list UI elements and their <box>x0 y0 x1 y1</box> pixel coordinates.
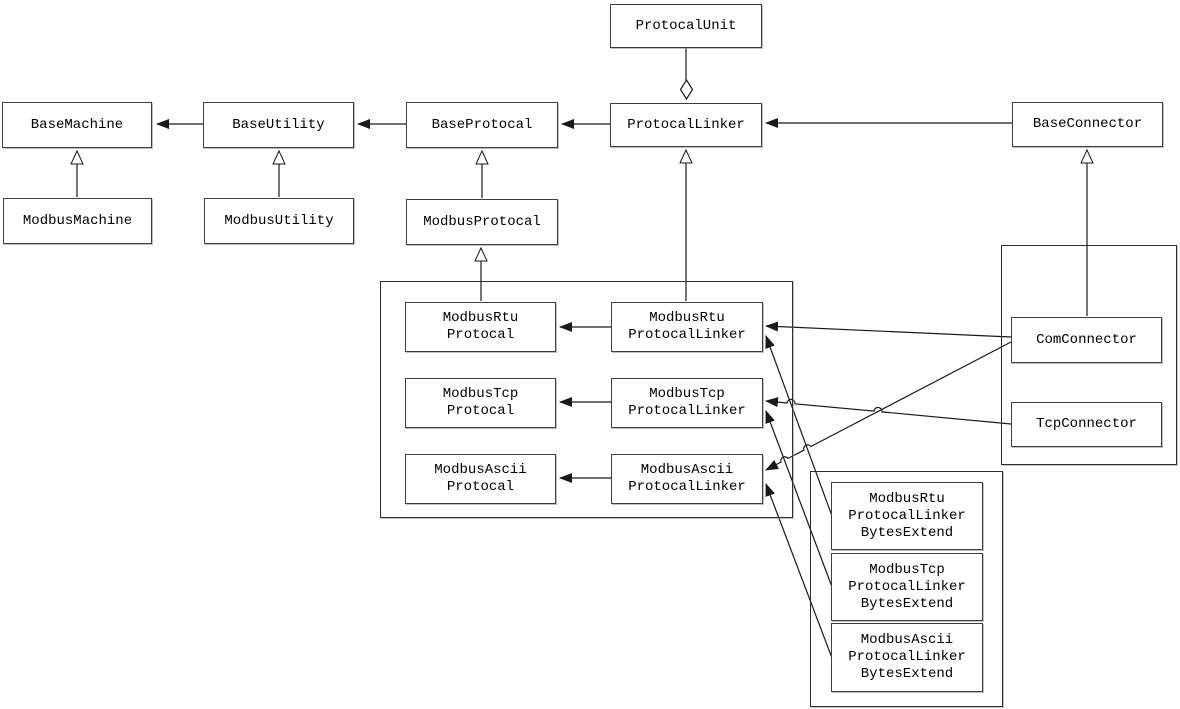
class-box-modbus-utility: ModbusUtility <box>204 198 354 244</box>
edge-tcpbytesextend-modbustcpprotocallinker <box>765 410 833 588</box>
class-box-base-protocal: BaseProtocal <box>406 102 558 148</box>
group-connectors <box>1001 245 1177 465</box>
class-box-modbus-rtu-protocal-linker: ModbusRtu ProtocalLinker <box>611 302 763 352</box>
class-box-modbus-rtu-protocal: ModbusRtu Protocal <box>405 302 556 352</box>
class-box-modbus-tcp-protocal-linker: ModbusTcp ProtocalLinker <box>611 378 763 428</box>
class-box-com-connector: ComConnector <box>1011 317 1162 363</box>
edge-tcpconnector-modbustcpprotocallinker <box>765 397 1012 425</box>
class-box-modbus-ascii-protocal-linker: ModbusAscii ProtocalLinker <box>611 454 763 504</box>
edge-rtubytesextend-modbusrtuprotocallinker <box>765 335 833 517</box>
class-box-protocal-unit: ProtocalUnit <box>610 4 762 48</box>
class-box-modbus-ascii-protocal-linker-bytes-extend: ModbusAscii ProtocalLinker BytesExtend <box>831 623 983 692</box>
class-box-base-utility: BaseUtility <box>203 102 354 148</box>
edge-asciibytesextend-modbusasciiprotocallinker <box>765 483 833 659</box>
group-bytes-extend <box>810 471 1003 707</box>
class-box-modbus-protocal: ModbusProtocal <box>406 199 558 245</box>
class-box-modbus-machine: ModbusMachine <box>3 198 152 244</box>
class-box-modbus-tcp-protocal-linker-bytes-extend: ModbusTcp ProtocalLinker BytesExtend <box>831 553 983 621</box>
class-box-protocal-linker: ProtocalLinker <box>610 103 762 147</box>
edge-comconnector-modbusrtuprotocallinker <box>765 321 1012 338</box>
class-box-base-machine: BaseMachine <box>2 102 152 148</box>
class-box-modbus-tcp-protocal: ModbusTcp Protocal <box>405 378 556 428</box>
aggregation-diamond-icon <box>679 78 694 101</box>
class-box-modbus-rtu-protocal-linker-bytes-extend: ModbusRtu ProtocalLinker BytesExtend <box>831 482 983 550</box>
class-box-base-connector: BaseConnector <box>1012 102 1163 147</box>
class-box-tcp-connector: TcpConnector <box>1011 402 1162 447</box>
edge-comconnector-modbusasciiprotocallinker <box>765 341 1012 471</box>
group-modbus-protocal-variants <box>380 281 793 518</box>
class-box-modbus-ascii-protocal: ModbusAscii Protocal <box>405 454 556 504</box>
